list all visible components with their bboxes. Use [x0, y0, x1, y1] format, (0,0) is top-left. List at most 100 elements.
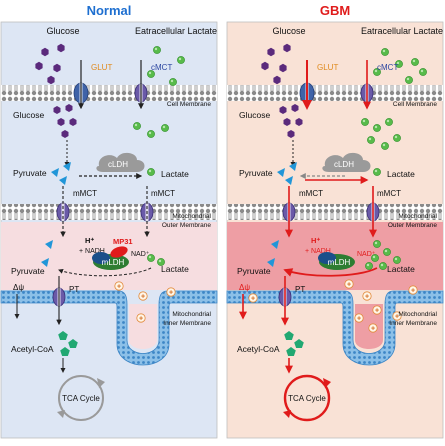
- label-mito_outer_1: Mitochondrial: [398, 213, 437, 220]
- lactate-dot-highlight: [406, 77, 410, 81]
- extracellular-glucose: [279, 63, 287, 73]
- intracellular-lactate: [133, 122, 141, 130]
- lactate-dot-highlight: [368, 137, 372, 141]
- tca-cycle-label: TCA Cycle: [288, 394, 326, 403]
- label-extracellular_lactate: Eatracellular Lactate: [135, 26, 217, 36]
- pt-label: PT: [295, 285, 305, 294]
- proton-plus-sign: +: [411, 288, 415, 295]
- label-mito_inner_2: Inner Membrane: [163, 320, 211, 327]
- lactate-dot-highlight: [374, 169, 378, 173]
- label-glucose_top: Glucose: [272, 26, 305, 36]
- label-pyruvate: Pyruvate: [13, 168, 47, 178]
- intracellular-lactate: [373, 124, 381, 132]
- label-mito_inner_2: Inner Membrane: [389, 320, 437, 327]
- cldh-label: cLDH: [108, 160, 128, 169]
- proton-plus-icon: [138, 291, 148, 301]
- intracellular-lactate: [147, 130, 155, 138]
- lactate-dot-highlight: [148, 169, 152, 173]
- proton-plus-sign: +: [117, 284, 121, 291]
- acetyl-coa-pentagon: [284, 331, 294, 340]
- cell-membrane-label: Cell Membrane: [393, 101, 437, 108]
- intracellular-glucose: [61, 130, 69, 138]
- label-mito_inner_1: Mitochondrial: [172, 311, 211, 318]
- mitochondrial-outer-membrane: [227, 204, 443, 220]
- extracellular-lactate: [405, 76, 413, 84]
- pyruvate-triangle: [63, 162, 71, 171]
- label-acetyl_coa: Acetyl-CoA: [237, 344, 280, 354]
- matrix-lactate: [147, 254, 155, 262]
- mmct-label-right: mMCT: [377, 189, 401, 198]
- label-lactate: Lactate: [387, 169, 415, 179]
- proton-plus-sign: +: [169, 290, 173, 297]
- intracellular-lactate: [385, 118, 393, 126]
- intracellular-lactate: [367, 136, 375, 144]
- tca-cycle-arrowhead: [323, 378, 331, 388]
- intracellular-glucose: [287, 130, 295, 138]
- extracellular-lactate: [177, 56, 185, 64]
- ldh-cloud-icon: [96, 152, 145, 172]
- extracellular-lactate: [169, 78, 177, 86]
- lactate-to-pyruvate-arrow: [58, 267, 152, 277]
- proton-plus-icon: [114, 281, 124, 291]
- label-extracellular_lactate: Eatracellular Lactate: [361, 26, 443, 36]
- pyruvate-triangle: [51, 168, 59, 177]
- extracellular-glucose: [41, 47, 49, 57]
- label-mito_outer_1: Mitochondrial: [172, 213, 211, 220]
- mmct-label-left: mMCT: [73, 189, 97, 198]
- glut-label: GLUT: [91, 63, 112, 72]
- lactate-dot-highlight: [158, 259, 162, 263]
- lactate-dot-highlight: [178, 57, 182, 61]
- lactate-dot-highlight: [394, 135, 398, 139]
- lactate-dot-highlight: [148, 255, 152, 259]
- intracellular-glucose: [53, 106, 61, 114]
- delta-psi-label: Δψ: [13, 283, 24, 292]
- intracellular-lactate: [361, 118, 369, 126]
- tca-cycle-icon: [283, 374, 331, 422]
- proton-plus-sign: +: [139, 316, 143, 323]
- proton-plus-icon: [392, 311, 402, 321]
- extracellular-lactate: [153, 46, 161, 54]
- proton-plus-sign: +: [371, 326, 375, 333]
- lactate-dot-highlight: [380, 263, 384, 267]
- extracellular-glucose: [273, 75, 281, 85]
- mldh-label: mLDH: [102, 258, 125, 267]
- mitochondrial-inner-membrane: [0, 290, 218, 366]
- mldh-subunit-icon: [92, 252, 110, 264]
- matrix-lactate: [379, 262, 387, 270]
- proton-plus-icon: [136, 313, 146, 323]
- label-nad_plus: NAD⁺: [131, 251, 150, 258]
- label-nadh: + NADH: [305, 248, 331, 255]
- lactate-dot-highlight: [134, 123, 138, 127]
- mldh-label: mLDH: [328, 258, 351, 267]
- extracellular-glucose: [283, 43, 291, 53]
- delta-psi-label: Δψ: [239, 283, 250, 292]
- intracellular-lactate: [161, 124, 169, 132]
- proton-plus-sign: +: [251, 296, 255, 303]
- extracellular-lactate: [411, 58, 419, 66]
- lactate-dot-highlight: [372, 255, 376, 259]
- matrix-pyruvate-label: Pyruvate: [11, 266, 45, 276]
- panel-title: GBM: [320, 3, 350, 18]
- lactate-dot-highlight: [382, 49, 386, 53]
- matrix-lactate: [383, 248, 391, 256]
- lactate-dot-highlight: [148, 131, 152, 135]
- label-lactate: Lactate: [161, 169, 189, 179]
- label-glucose_mid: Glucose: [13, 110, 44, 120]
- tca-cycle-arrowhead: [97, 378, 105, 388]
- cytosol-lactate: [147, 168, 155, 176]
- lactate-dot-highlight: [382, 143, 386, 147]
- proton-plus-icon: [354, 313, 364, 323]
- matrix-lactate: [371, 254, 379, 262]
- lactate-dot-highlight: [374, 69, 378, 73]
- proton-plus-icon: [372, 305, 382, 315]
- intracellular-glucose: [69, 118, 77, 126]
- ldh-cloud-icon: [322, 152, 371, 172]
- cldh-label: cLDH: [334, 160, 354, 169]
- lactate-dot-highlight: [170, 79, 174, 83]
- proton-plus-sign: +: [357, 316, 361, 323]
- lactate-dot-highlight: [366, 263, 370, 267]
- cytosol-lactate: [373, 168, 381, 176]
- mitochondrial-inner-membrane: [226, 290, 444, 366]
- lactate-dot-highlight: [374, 125, 378, 129]
